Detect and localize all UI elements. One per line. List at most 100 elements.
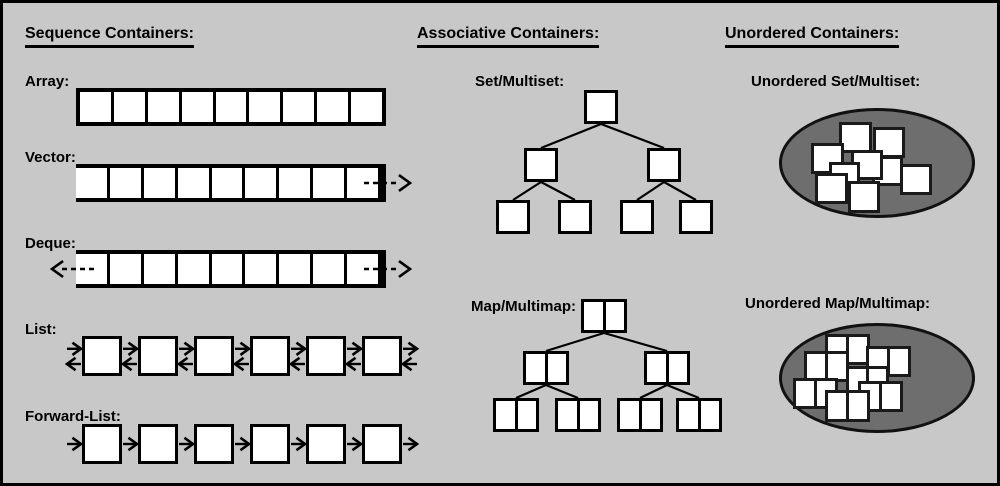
container-array (76, 88, 386, 126)
rail-top (76, 164, 386, 168)
node (250, 336, 290, 376)
key-cell (828, 393, 846, 419)
key-cell (558, 401, 577, 429)
tree-edge (603, 331, 668, 353)
cell (347, 254, 378, 284)
bucket-chip (815, 173, 848, 204)
label-map-multimap: Map/Multimap: (471, 298, 576, 315)
tree-node (620, 200, 654, 234)
cell (177, 168, 209, 198)
cell (249, 92, 281, 122)
cell (317, 92, 348, 122)
cell (177, 254, 209, 284)
cell (211, 254, 243, 284)
arrowhead-forward (351, 341, 364, 357)
cell (181, 92, 213, 122)
tree-edge (540, 181, 576, 201)
label-deque: Deque: (25, 235, 76, 252)
tree-node-pair (555, 398, 601, 432)
arrowhead-forward (295, 436, 308, 452)
cell (283, 92, 315, 122)
label-unordered-set-multiset: Unordered Set/Multiset: (751, 73, 921, 90)
cell (76, 168, 107, 198)
value-cell (668, 354, 687, 382)
cell (279, 254, 311, 284)
tree-node (647, 148, 681, 182)
arrowhead-forward (295, 341, 308, 357)
tree-node-pair (581, 299, 627, 333)
tree-edge (666, 383, 700, 400)
arrowhead-backward (288, 356, 301, 372)
tree-node-pair (493, 398, 539, 432)
arrowhead-forward (183, 436, 196, 452)
arrowhead-backward (120, 356, 133, 372)
arrowhead-forward (351, 436, 364, 452)
key-cell (496, 401, 515, 429)
key-cell (807, 354, 825, 379)
cell (279, 168, 311, 198)
node (250, 424, 290, 464)
cell (313, 254, 344, 284)
node (306, 336, 346, 376)
value-cell (579, 401, 598, 429)
tree-edge (600, 122, 665, 150)
value-cell (849, 393, 867, 419)
cell (109, 168, 141, 198)
cell (347, 168, 378, 198)
node (138, 336, 178, 376)
value-cell (605, 302, 624, 330)
node (82, 424, 122, 464)
value-cell (828, 354, 846, 379)
tree-edge (663, 181, 697, 201)
arrowhead-forward (71, 436, 84, 452)
arrowhead-forward (407, 341, 420, 357)
arrowhead-backward (232, 356, 245, 372)
cell (215, 92, 247, 122)
bucket-chip (839, 122, 872, 153)
label-unordered-map-multimap: Unordered Map/Multimap: (745, 295, 931, 312)
cell (143, 168, 175, 198)
label-vector: Vector: (25, 149, 76, 166)
key-cell (647, 354, 666, 382)
cell (147, 92, 179, 122)
column-header-sequence: Sequence Containers: (25, 25, 194, 48)
node (138, 424, 178, 464)
arrowhead-forward (183, 341, 196, 357)
tree-edge (545, 331, 605, 353)
tree-node-pair (617, 398, 663, 432)
tree-node-pair (644, 351, 690, 385)
tree-edge (540, 122, 602, 150)
cell (211, 168, 243, 198)
tree-edge (545, 383, 579, 400)
cell (76, 254, 107, 284)
label-forward-list: Forward-List: (25, 408, 121, 425)
container-vector (76, 164, 386, 202)
label-list: List: (25, 321, 57, 338)
tree-edge (515, 383, 547, 400)
value-cell (849, 337, 867, 362)
tree-node (584, 90, 618, 124)
value-cell (641, 401, 660, 429)
tree-edge (636, 181, 665, 201)
tree-node (679, 200, 713, 234)
arrowhead-forward (239, 341, 252, 357)
value-cell (700, 401, 719, 429)
node (194, 424, 234, 464)
cell (80, 92, 111, 122)
column-header-unordered: Unordered Containers: (725, 25, 900, 48)
node (362, 336, 402, 376)
arrow-left-head-deque (49, 259, 64, 279)
node (362, 424, 402, 464)
cell (245, 254, 277, 284)
cell (313, 168, 344, 198)
value-cell (517, 401, 536, 429)
cell (245, 168, 277, 198)
bucket-chip-pair (825, 390, 870, 422)
value-cell (890, 349, 908, 374)
arrowhead-backward (64, 356, 77, 372)
cells (76, 254, 386, 284)
arrowhead-backward (400, 356, 413, 372)
arrow-right-head-vector (398, 173, 413, 193)
key-cell (796, 381, 814, 406)
